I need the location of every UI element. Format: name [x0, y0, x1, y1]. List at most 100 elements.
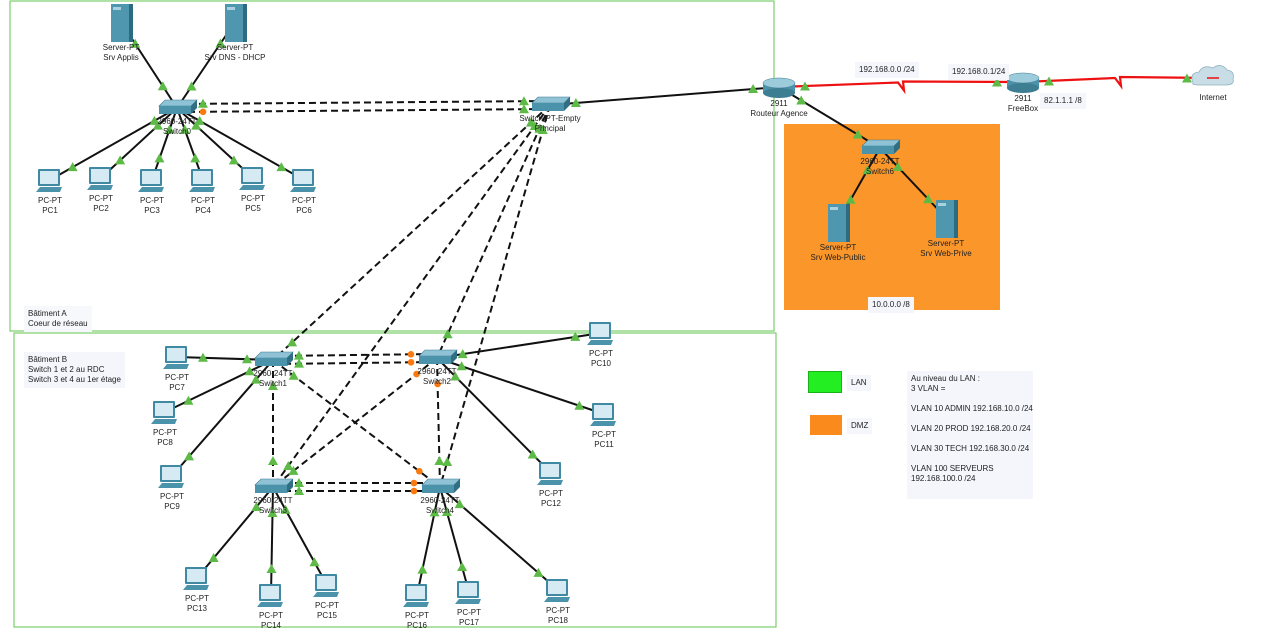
device-name-label: Switch1: [259, 379, 288, 388]
link-sw0-main[interactable]: [177, 104, 551, 116]
device-model-label: PC-PT: [38, 196, 62, 205]
link-sw1-sw4[interactable]: [272, 359, 441, 488]
switch-icon: [861, 139, 901, 147]
link-sw2-pc12[interactable]: [436, 357, 552, 474]
device-model-label: 2911: [770, 99, 788, 108]
link-sw4-pc17[interactable]: [439, 486, 470, 593]
link-sw0-pc5[interactable]: [176, 107, 254, 179]
port-up-icon: [450, 371, 461, 381]
switch-icon: [531, 96, 571, 104]
device-model-label: PC-PT: [589, 349, 613, 358]
link-sw2-sw3[interactable]: [272, 357, 438, 488]
device-model-label: PC-PT: [259, 611, 283, 620]
port-up-icon: [250, 374, 261, 384]
port-up-icon: [266, 564, 277, 574]
link-main-sw3[interactable]: [272, 104, 551, 488]
port-up-icon: [1182, 73, 1193, 83]
link-sw2-sw4[interactable]: [434, 357, 445, 488]
pc-screen: [162, 467, 180, 480]
device-inet[interactable]: Internet: [1191, 65, 1234, 102]
port-up-icon: [442, 329, 453, 339]
port-up-icon: [429, 507, 440, 517]
device-name-label: PC15: [317, 611, 338, 620]
link-sw4-pc16[interactable]: [416, 486, 441, 596]
link-sw2-pc10[interactable]: [436, 331, 602, 359]
port-up-icon: [208, 553, 219, 563]
port-up-icon: [283, 460, 294, 470]
port-up-icon: [537, 124, 548, 134]
device-name-label: Srv DNS - DHCP: [205, 53, 266, 62]
link-sw1-pc8[interactable]: [164, 359, 274, 413]
link-main-sw4[interactable]: [439, 104, 551, 488]
link-sw0-pc6[interactable]: [176, 107, 305, 181]
link-sw0-pc2[interactable]: [100, 107, 178, 179]
pc-screen: [317, 576, 335, 589]
port-up-icon: [309, 557, 320, 567]
link-fb-inet[interactable]: [1022, 73, 1214, 90]
link-sw3-sw4[interactable]: [273, 478, 440, 487]
link-main-sw2[interactable]: [436, 104, 551, 359]
link-r1-fb[interactable]: [778, 77, 1024, 95]
link-sw1-sw2[interactable]: [273, 358, 438, 368]
link-sw0-main[interactable]: [176, 96, 550, 108]
link-sw6-webpriv[interactable]: [879, 147, 947, 219]
device-model-label: PC-PT: [241, 194, 265, 203]
device-model-label: 2960-24TT: [417, 367, 456, 376]
link-sw4-pc18[interactable]: [439, 486, 559, 591]
link-sw2-pc11[interactable]: [436, 357, 605, 415]
link-sw3-pc15[interactable]: [272, 486, 328, 586]
pc-screen: [594, 405, 612, 418]
link-r1-sw6[interactable]: [778, 86, 881, 149]
link-sw0-pc3[interactable]: [151, 107, 178, 181]
pc-keyboard: [257, 602, 283, 607]
server-icon: [828, 204, 846, 242]
link-main-r1[interactable]: [549, 84, 780, 107]
link-sw3-pc14[interactable]: [266, 486, 278, 596]
link-main-sw1[interactable]: [272, 104, 551, 361]
batiment-a-area: [9, 0, 775, 332]
link-sw1-sw2[interactable]: [272, 350, 437, 360]
link-sw3-sw4[interactable]: [273, 486, 440, 495]
port-blocked-icon: [434, 380, 441, 388]
link-sw1-pc9[interactable]: [171, 359, 274, 477]
port-up-icon: [154, 153, 165, 163]
link-sw1-sw3[interactable]: [268, 360, 278, 487]
port-up-icon: [519, 104, 530, 114]
straight-cable: [164, 359, 274, 413]
port-up-icon: [799, 81, 810, 91]
vlan-note-line: [911, 454, 1029, 464]
link-sw3-pc13[interactable]: [196, 486, 274, 579]
link-sw0-pc4[interactable]: [176, 107, 204, 181]
